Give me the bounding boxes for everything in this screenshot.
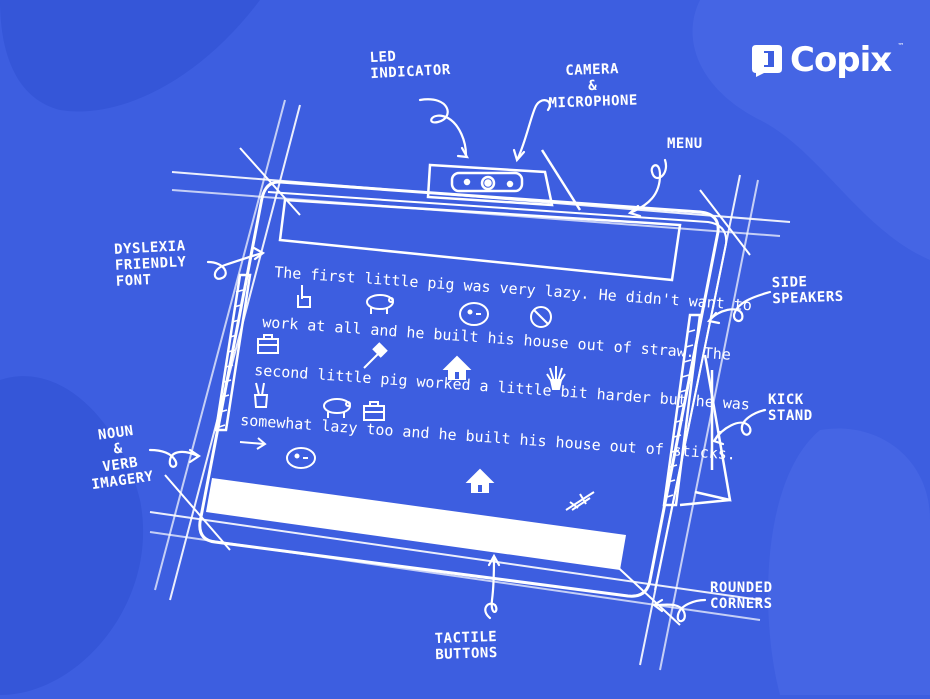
house-icon [442, 355, 472, 380]
kickstand [679, 354, 732, 507]
label-led-indicator: Led Indicator [369, 48, 452, 83]
imagery-icons [239, 285, 595, 511]
label-rounded-corners: Rounded Corners [710, 580, 773, 612]
speakers [214, 273, 702, 507]
label-camera-microphone: Camera & Microphone [548, 61, 639, 112]
straw-icon [546, 366, 566, 390]
camera-module [426, 149, 582, 211]
trademark-symbol: ™ [897, 42, 905, 50]
peace-hand-icon [253, 382, 269, 408]
label-side-speakers: Side Speakers [771, 274, 844, 308]
label-menu: Menu [667, 136, 703, 152]
story-line-3: second little pig worked a little bit ha… [254, 361, 751, 414]
hammer-icon [363, 342, 388, 369]
pig-icon [366, 294, 394, 314]
menu-bar [278, 198, 682, 282]
copix-logo: Copix ™ [750, 40, 904, 80]
copix-logo-icon [750, 43, 784, 77]
sticks-icon [565, 491, 595, 511]
finger-up-icon [297, 285, 311, 308]
story-text: The first little pig was very lazy. He d… [240, 263, 753, 464]
tablet-body [198, 180, 728, 598]
story-line-2: work at all and he built his house out o… [262, 313, 732, 364]
label-kick-stand: Kick Stand [768, 392, 813, 424]
tactile-buttons-bar [206, 478, 626, 570]
blob-face-icon [286, 447, 316, 469]
label-noun-verb-imagery: Noun & Verb Imagery [90, 422, 155, 494]
briefcase-icon [363, 401, 385, 421]
house-icon [465, 468, 495, 493]
label-dyslexia-font: Dyslexia Friendly Font [113, 238, 187, 290]
blob-face-icon [459, 302, 489, 326]
leader-arrows [148, 98, 772, 623]
label-tactile-buttons: Tactile Buttons [434, 628, 499, 664]
brand-name: Copix [790, 40, 892, 80]
briefcase-icon [257, 334, 279, 354]
arrow-right-icon [239, 437, 267, 450]
no-entry-icon [530, 306, 552, 328]
story-line-1: The first little pig was very lazy. He d… [274, 263, 753, 314]
pig-icon [323, 398, 351, 418]
